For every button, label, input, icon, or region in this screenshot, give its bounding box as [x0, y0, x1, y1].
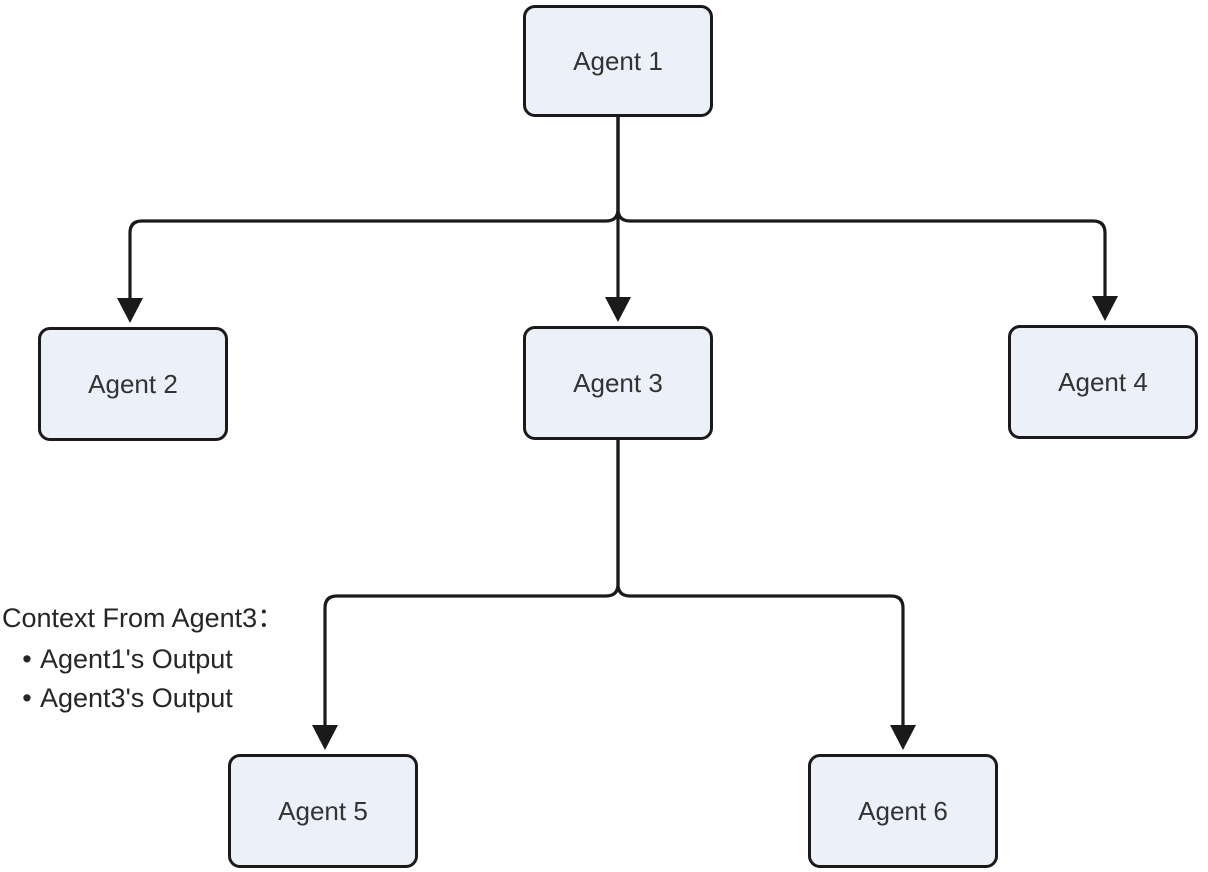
node-agent6-label: Agent 6 [858, 795, 948, 826]
arrowhead-agent6-icon [890, 725, 916, 750]
node-agent3: Agent 3 [523, 326, 713, 440]
node-agent5: Agent 5 [228, 754, 418, 868]
annotation-list: • Agent1's Output • Agent3's Output [2, 640, 284, 718]
node-agent1: Agent 1 [523, 5, 713, 117]
annotation-title: Context From Agent3： [2, 603, 285, 633]
edge-agent1-agent4 [616, 117, 1107, 303]
node-agent4-label: Agent 4 [1058, 366, 1148, 397]
node-agent5-label: Agent 5 [278, 795, 368, 826]
annotation-item-text: Agent3's Output [40, 683, 233, 713]
node-agent6: Agent 6 [808, 754, 998, 868]
node-agent2-label: Agent 2 [88, 368, 178, 399]
node-agent3-label: Agent 3 [573, 367, 663, 398]
annotation-item: • Agent3's Output [2, 679, 284, 718]
node-agent2: Agent 2 [38, 327, 228, 441]
edge-agent3-agent6 [616, 440, 905, 732]
annotation-item: • Agent1's Output [2, 640, 284, 679]
edge-agent1-agent2 [128, 117, 620, 305]
arrowhead-agent5-icon [312, 725, 338, 750]
bullet-icon: • [22, 644, 32, 674]
arrowhead-agent4-icon [1092, 296, 1118, 321]
bullet-icon: • [22, 683, 32, 713]
node-agent1-label: Agent 1 [573, 45, 663, 76]
annotation-item-text: Agent1's Output [40, 644, 233, 674]
edge-agent3-agent5 [323, 440, 620, 732]
arrowhead-agent2-icon [117, 298, 143, 323]
context-annotation: Context From Agent3： • Agent1's Output •… [2, 601, 284, 718]
arrowhead-agent3-icon [605, 297, 631, 322]
node-agent4: Agent 4 [1008, 325, 1198, 439]
